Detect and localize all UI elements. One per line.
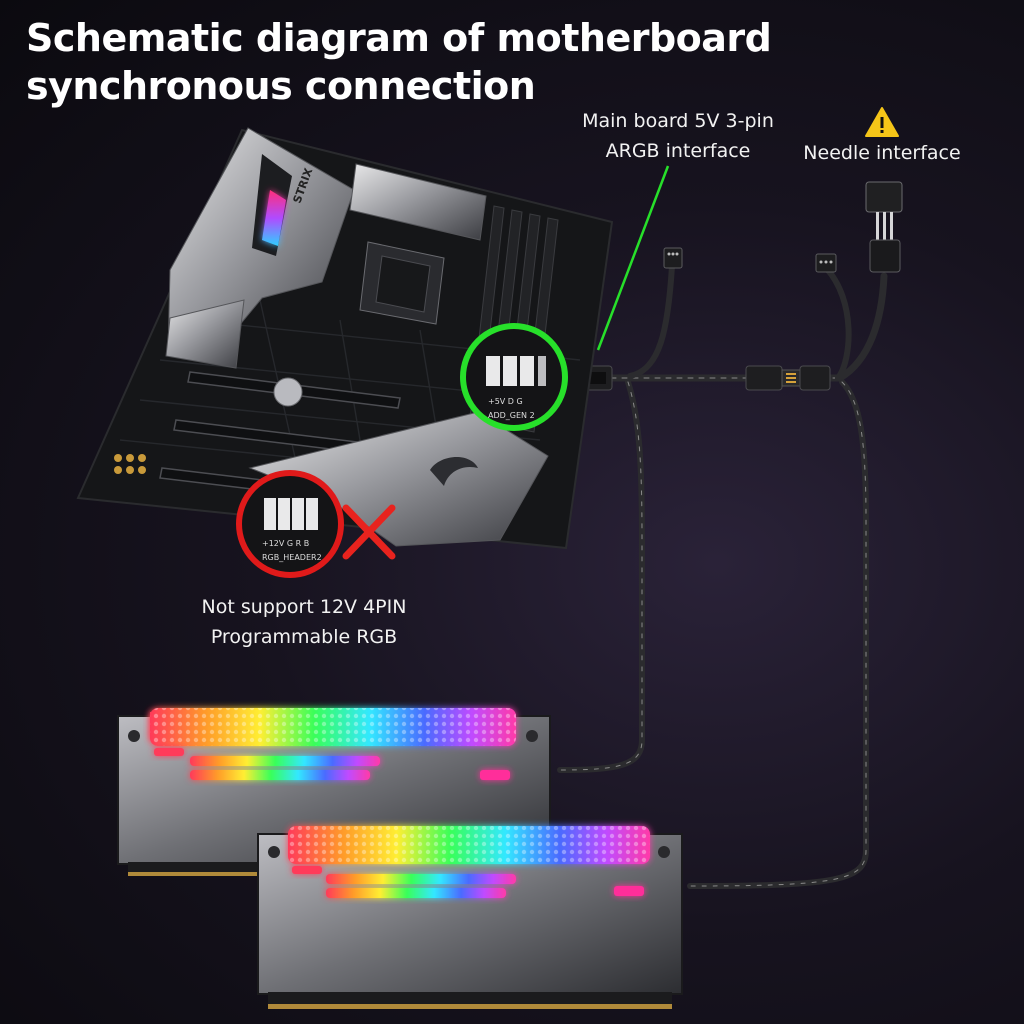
argb-pointer-line — [596, 165, 670, 351]
argb-label-line-2: ARGB interface — [605, 140, 751, 162]
unsupported-label-line-1: Not support 12V 4PIN — [201, 596, 407, 618]
warning-icon — [865, 107, 899, 137]
rgb-header-zoom: +12V G R B RGB_HEADER2 — [236, 470, 344, 578]
cpu-socket — [359, 241, 445, 325]
argb-splitter-cable — [557, 263, 888, 889]
title-line-1: Schematic diagram of motherboard — [26, 16, 772, 60]
small-argb-plug — [815, 253, 837, 273]
argb-label-line-1: Main board 5V 3-pin — [582, 110, 774, 132]
argb-header-label: ADD_GEN 2 — [488, 411, 535, 420]
argb-header-zoom: +5V D G ADD_GEN 2 — [460, 323, 568, 431]
argb-interface-label: Main board 5V 3-pin ARGB interface — [562, 106, 794, 166]
argb-header-plug — [663, 247, 683, 269]
unsupported-rgb-label: Not support 12V 4PIN Programmable RGB — [178, 592, 430, 652]
needle-interface-connector — [865, 181, 903, 273]
argb-pin-labels: +5V D G — [488, 397, 523, 406]
page-title: Schematic diagram of motherboard synchro… — [26, 14, 806, 110]
cmos-battery — [273, 377, 303, 407]
unsupported-label-line-2: Programmable RGB — [210, 626, 398, 648]
title-line-2: synchronous connection — [26, 64, 536, 108]
vrm-heatsink — [349, 163, 487, 241]
motherboard: STRIX — [76, 127, 614, 550]
needle-label-text: Needle interface — [803, 142, 961, 164]
ram-module-2 — [257, 826, 683, 1009]
cable-plug-right — [799, 365, 831, 391]
needle-interface-label: Needle interface — [792, 138, 972, 168]
rgb-pin-labels: +12V G R B — [262, 539, 309, 548]
rgb-header-label: RGB_HEADER2 — [262, 553, 322, 562]
cable-plug-middle — [745, 365, 801, 391]
cross-icon — [342, 504, 396, 560]
